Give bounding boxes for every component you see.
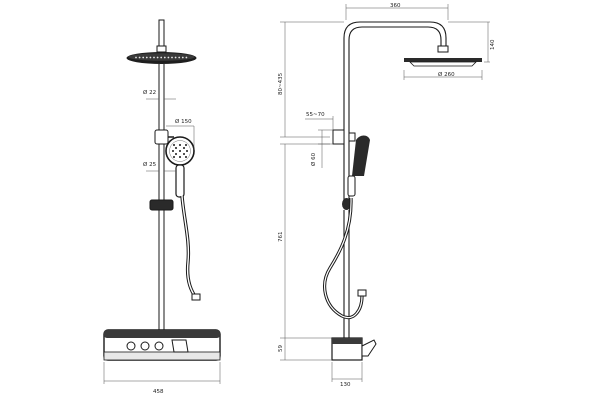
label-head-diameter: Ø 260 <box>438 71 455 78</box>
dim-head-diameter: Ø 260 <box>403 70 483 80</box>
dim-head-height: 140 <box>448 21 496 63</box>
label-base-depth: 130 <box>340 382 351 388</box>
nozzle-dot <box>138 56 141 59</box>
handshower-nozzle <box>185 144 187 146</box>
label-handshower-diameter: Ø 150 <box>175 118 192 125</box>
nozzle-dot <box>149 56 152 59</box>
side-handshower <box>347 135 370 197</box>
dim-lower-pipe-diameter: Ø 25 <box>143 161 176 172</box>
side-mixer-lever <box>361 339 377 357</box>
dim-overall-width: 458 <box>103 362 221 395</box>
label-head-height: 140 <box>490 39 496 50</box>
side-view: 360 140 Ø 260 80~4 <box>278 3 496 388</box>
dim-handshower-diameter: Ø 150 <box>166 118 195 150</box>
side-slider <box>342 198 351 210</box>
nozzle-dot <box>145 56 148 59</box>
nozzle-dot <box>167 56 170 59</box>
mixer-lever <box>171 339 189 353</box>
nozzle-dot <box>160 56 163 59</box>
label-base-height: 59 <box>278 345 284 352</box>
dim-base-height: 59 <box>278 338 332 361</box>
dim-bracket-offset: 55~70 <box>305 112 334 130</box>
handshower-nozzle <box>179 150 181 152</box>
side-base-unit <box>331 337 377 361</box>
front-view: Ø 22 Ø 150 Ø 25 <box>103 19 221 395</box>
nozzle-dot <box>181 56 184 59</box>
control-knob-1 <box>126 341 136 351</box>
nozzle-dot <box>174 56 177 59</box>
handshower-nozzle <box>179 156 181 158</box>
nozzle-dot <box>185 56 188 59</box>
handshower <box>165 136 195 198</box>
control-knob-3 <box>154 341 164 351</box>
label-bracket-diameter: Ø 60 <box>310 152 317 166</box>
dim-riser-length: 761 <box>278 143 332 339</box>
handshower-nozzle <box>173 144 175 146</box>
nozzle-dot <box>135 56 137 59</box>
nozzle-dot <box>153 56 155 59</box>
dim-bracket-diameter: Ø 60 <box>310 129 333 168</box>
label-bracket-offset: 55~70 <box>306 112 325 118</box>
handshower-nozzle <box>172 150 174 152</box>
handshower-nozzle <box>175 147 177 149</box>
handshower-nozzle <box>186 150 188 152</box>
top-pipe-stub <box>158 19 165 49</box>
side-riser-inner <box>348 26 442 200</box>
nozzle-dot <box>156 56 159 59</box>
label-riser-length: 761 <box>278 232 284 243</box>
handshower-bracket <box>154 129 174 145</box>
label-arm-length: 360 <box>390 3 401 9</box>
side-hose-connector <box>357 289 367 297</box>
nozzle-dot <box>163 56 166 59</box>
thermostatic-shelf <box>103 329 221 361</box>
side-riser-outer <box>343 21 447 200</box>
label-lower-pipe-diameter: Ø 25 <box>143 161 157 168</box>
overhead-shower-head <box>126 45 197 64</box>
nozzle-dot <box>171 56 173 59</box>
handshower-nozzle <box>173 156 175 158</box>
dim-base-depth: 130 <box>331 362 363 388</box>
slide-holder <box>149 199 174 211</box>
label-height-range: 80~435 <box>278 72 284 95</box>
handshower-nozzle <box>175 153 177 155</box>
side-shower-head <box>404 45 482 67</box>
handshower-nozzle <box>183 147 185 149</box>
dim-pipe-diameter: Ø 22 <box>143 89 176 100</box>
hose-connector <box>191 293 201 301</box>
handshower-nozzle <box>185 156 187 158</box>
nozzle-dot <box>178 56 181 59</box>
label-overall-width: 458 <box>153 389 164 395</box>
side-hose <box>323 197 364 320</box>
nozzle-dot <box>142 56 145 59</box>
handshower-nozzle <box>183 153 185 155</box>
label-pipe-diameter: Ø 22 <box>143 89 156 96</box>
control-knob-2 <box>140 341 150 351</box>
dim-height-range: 80~435 <box>278 21 344 138</box>
dim-arm-length: 360 <box>345 3 449 20</box>
handshower-nozzle <box>179 144 181 146</box>
side-bracket <box>332 129 356 145</box>
